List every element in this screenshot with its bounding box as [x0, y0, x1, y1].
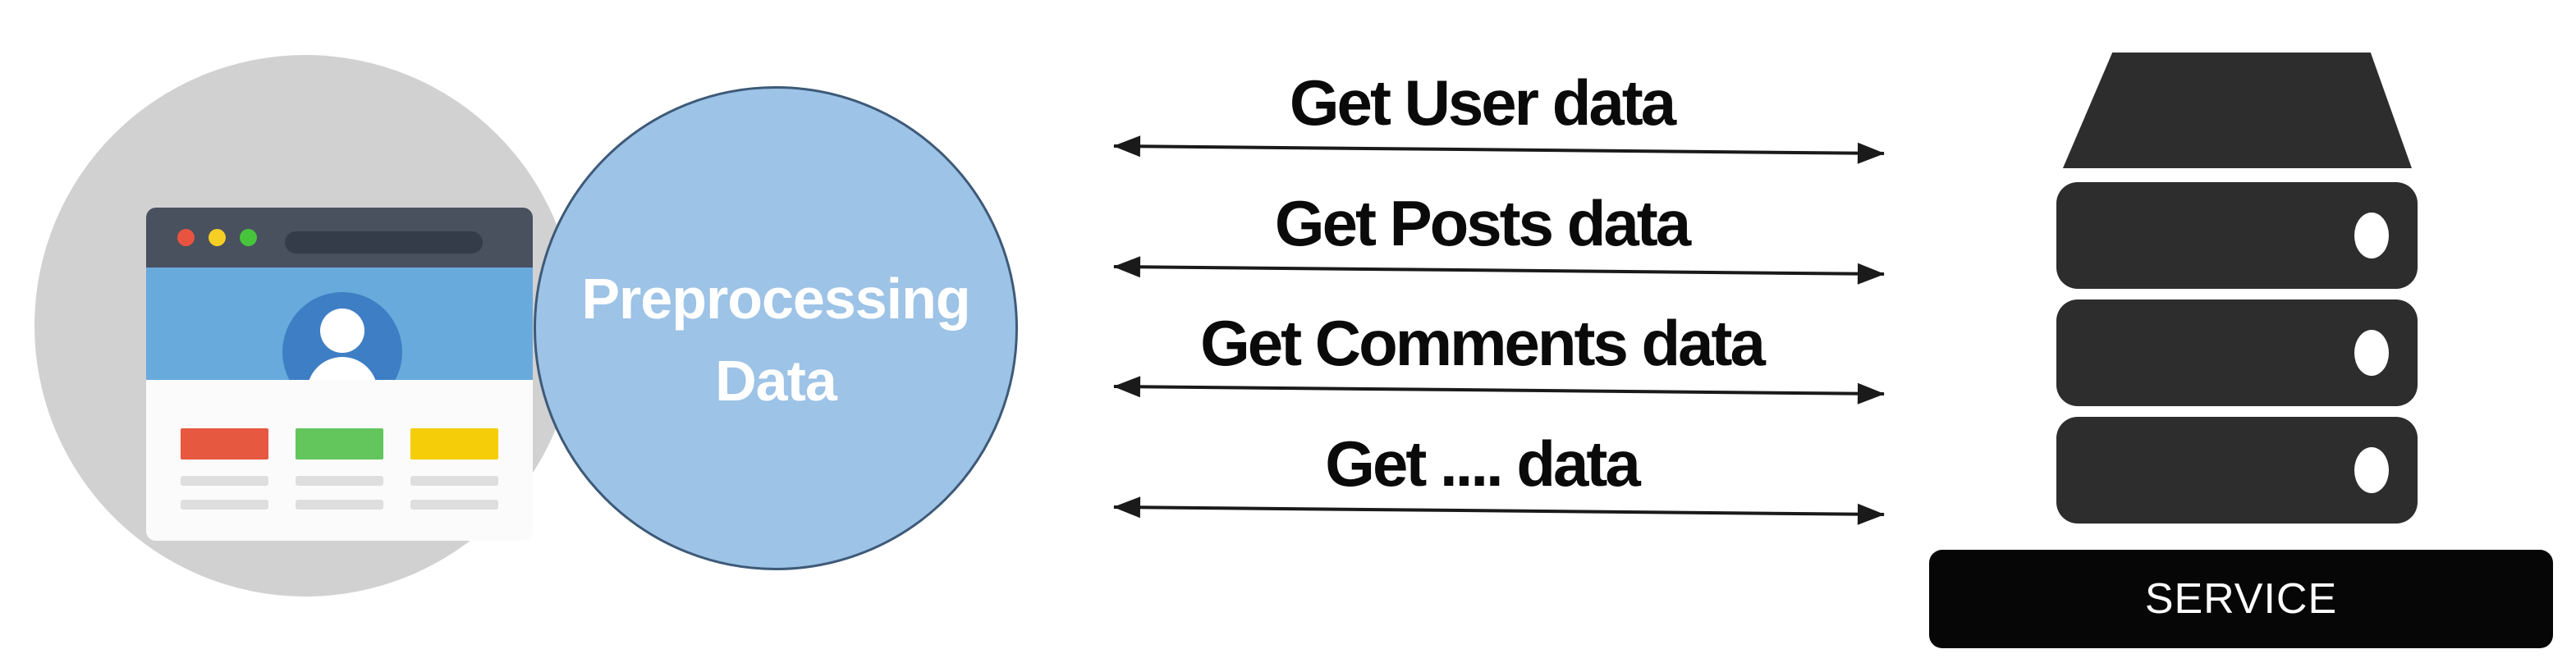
- request-label-get-user-data: Get User data: [1289, 66, 1676, 139]
- content-placeholder-line: [181, 476, 268, 486]
- request-label-get-other-data: Get .... data: [1325, 428, 1640, 500]
- content-block-yellow: [410, 428, 498, 460]
- content-block-red: [181, 428, 268, 460]
- service-label-bar: SERVICE: [1929, 550, 2553, 648]
- content-column: [296, 380, 383, 541]
- server-stack-icon: [2056, 53, 2418, 524]
- browser-window-icon: [146, 208, 533, 541]
- service-label: SERVICE: [2144, 575, 2338, 623]
- drive-light-icon: [2354, 330, 2389, 376]
- arrowhead-left-icon: [1112, 135, 1141, 158]
- request-label-get-comments-data: Get Comments data: [1200, 307, 1766, 379]
- double-headed-arrow-icon: [1112, 255, 1886, 286]
- browser-content: [146, 380, 533, 541]
- arrowhead-right-icon: [1857, 382, 1886, 405]
- drive-light-icon: [2354, 213, 2389, 258]
- arrowhead-right-icon: [1857, 142, 1886, 165]
- arrowhead-right-icon: [1857, 263, 1886, 286]
- content-placeholder-line: [296, 476, 383, 486]
- content-column: [181, 380, 268, 541]
- content-placeholder-line: [410, 476, 498, 486]
- arrowhead-left-icon: [1112, 255, 1141, 278]
- preprocessing-label-line2: Data: [715, 349, 837, 413]
- window-control-yellow-icon: [209, 229, 226, 246]
- browser-address-bar: [285, 231, 483, 254]
- server-drive: [2056, 299, 2418, 406]
- content-column: [410, 380, 498, 541]
- arrowhead-left-icon: [1112, 496, 1141, 519]
- window-control-red-icon: [177, 229, 195, 246]
- browser-titlebar: [146, 208, 533, 267]
- window-control-green-icon: [240, 229, 257, 246]
- content-block-green: [296, 428, 383, 460]
- double-headed-arrow-icon: [1112, 135, 1886, 165]
- server-drive: [2056, 182, 2418, 289]
- arrowhead-left-icon: [1112, 375, 1141, 398]
- content-placeholder-line: [181, 500, 268, 510]
- content-placeholder-line: [296, 500, 383, 510]
- content-placeholder-line: [410, 500, 498, 510]
- preprocessing-label-line1: Preprocessing: [581, 267, 970, 331]
- server-drive: [2056, 417, 2418, 524]
- preprocessing-node: Preprocessing Data: [534, 86, 1018, 570]
- request-label-get-posts-data: Get Posts data: [1274, 187, 1691, 259]
- drive-light-icon: [2354, 447, 2389, 493]
- arrowhead-right-icon: [1857, 503, 1886, 526]
- double-headed-arrow-icon: [1112, 375, 1886, 405]
- avatar-head-shape: [320, 309, 364, 353]
- double-headed-arrow-icon: [1112, 496, 1886, 526]
- client-circle: [34, 55, 576, 597]
- server-lid-shape: [2062, 53, 2412, 168]
